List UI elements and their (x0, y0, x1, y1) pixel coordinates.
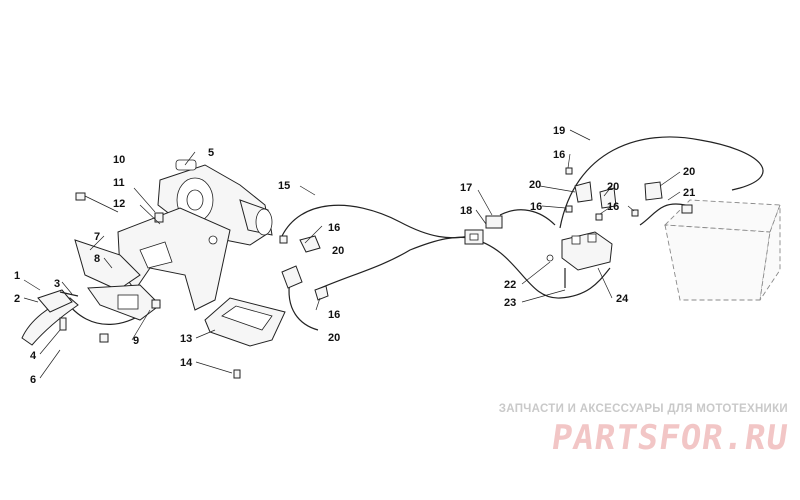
connector-17-18 (464, 215, 503, 245)
callout-19: 19 (553, 125, 565, 137)
callout-16-e: 16 (607, 201, 619, 213)
battery-outline (663, 199, 781, 301)
callout-23: 23 (504, 297, 516, 309)
callout-16-d: 16 (530, 201, 542, 213)
callout-2: 2 (14, 293, 20, 305)
switch-bracket-8 (87, 284, 161, 321)
contactor-24 (546, 231, 613, 288)
cable-21 (639, 203, 686, 226)
callout-20-b: 20 (328, 332, 340, 344)
callout-6: 6 (30, 374, 36, 386)
callout-20-d: 20 (607, 181, 619, 193)
callout-13: 13 (180, 333, 192, 345)
callout-18: 18 (460, 205, 472, 217)
wiring-harness (315, 236, 471, 291)
lever-1 (21, 297, 79, 346)
callout-16-c: 16 (553, 149, 565, 161)
callout-20-a: 20 (332, 245, 344, 257)
watermark-caption: ЗАПЧАСТИ И АКСЕССУАРЫ ДЛЯ МОТОТЕХНИКИ (498, 403, 788, 415)
nut-11 (154, 212, 164, 223)
callout-12: 12 (113, 198, 125, 210)
terminal-16-left (279, 235, 321, 253)
lever-clamp-2 (37, 289, 73, 313)
cable-15 (281, 204, 471, 239)
callout-16-a: 16 (328, 222, 340, 234)
boots-20-right (565, 167, 663, 221)
cover-13 (204, 297, 286, 347)
callout-17: 17 (460, 182, 472, 194)
screw-4 (59, 317, 67, 331)
terminal-20-left (281, 265, 329, 301)
handlebar-mount-7 (74, 239, 141, 291)
callout-5: 5 (208, 147, 214, 159)
screw-3 (59, 291, 79, 297)
callout-14: 14 (180, 357, 193, 369)
bolt-9 (99, 299, 161, 343)
winch-mount-bracket (117, 207, 231, 311)
lead-20-loop (288, 279, 319, 331)
callout-16-b: 16 (328, 309, 340, 321)
callout-20-c: 20 (529, 179, 541, 191)
callout-8: 8 (94, 253, 100, 265)
bolt-10 (75, 192, 119, 213)
harness-lower (469, 237, 611, 299)
callout-21: 21 (683, 187, 695, 199)
watermark-logo: PARTSFOR.RU (549, 418, 791, 458)
callout-24: 24 (616, 293, 629, 305)
winch-motor (157, 159, 273, 246)
callout-9: 9 (133, 335, 139, 347)
callout-3: 3 (54, 278, 60, 290)
callout-1: 1 (14, 270, 20, 282)
callout-11: 11 (113, 177, 125, 189)
cable-19 (559, 136, 764, 229)
callout-10: 10 (113, 154, 125, 166)
callout-7: 7 (94, 231, 100, 243)
callout-20-e: 20 (683, 166, 695, 178)
callout-4: 4 (30, 350, 37, 362)
callout-15: 15 (278, 180, 290, 192)
callout-22: 22 (504, 279, 516, 291)
harness-upper (499, 209, 556, 226)
cable-19-end (731, 187, 741, 191)
screw-14 (233, 369, 241, 379)
